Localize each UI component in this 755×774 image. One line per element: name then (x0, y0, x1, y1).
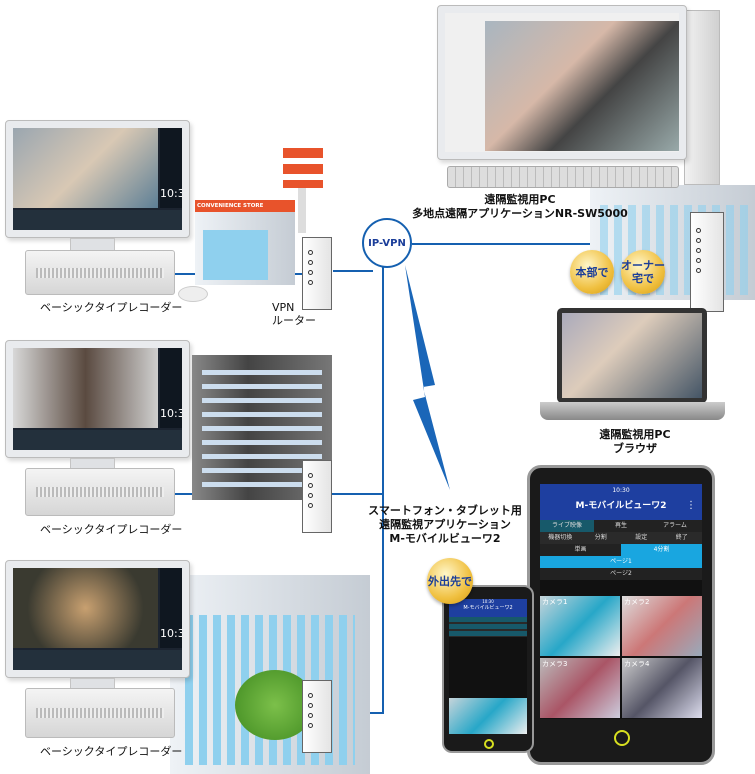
settings-button[interactable]: 設定 (635, 534, 648, 541)
link-hub-hq (412, 243, 692, 245)
hq-vpn-router (690, 212, 724, 312)
site2-recorder (25, 468, 175, 516)
phone-app-title: M-モバイルビューワ2 (463, 605, 513, 611)
laptop (557, 308, 707, 403)
tab-alarm[interactable]: アラーム (663, 522, 687, 529)
camera-tile[interactable]: カメラ4 (622, 658, 702, 718)
remote-pc-monitor (437, 5, 687, 160)
site3-recorder (25, 688, 175, 738)
keyboard (447, 166, 679, 188)
site1-recorder-label: ベーシックタイプレコーダー (40, 301, 183, 314)
convenience-store: CONVENIENCE STORE (195, 200, 295, 285)
exit-button[interactable]: 終了 (675, 534, 688, 541)
site2-clock: 10:30 (160, 407, 182, 420)
camera-label: カメラ2 (624, 598, 650, 606)
tablet-time: 10:30 (612, 487, 630, 494)
badge-owner: オーナー宅で (621, 250, 665, 294)
ip-vpn-label: IP-VPN (368, 237, 406, 249)
ip-vpn-hub: IP-VPN (362, 218, 412, 268)
camera-tile[interactable]: カメラ3 (540, 658, 620, 718)
split-button[interactable]: 分割 (594, 534, 607, 541)
tab-live[interactable]: ライブ映像 (540, 520, 594, 532)
camera-label: カメラ1 (542, 598, 568, 606)
vpn-router-label-2: ルーター (272, 314, 316, 327)
badge-outside: 外出先で (427, 558, 473, 604)
store-sign: CONVENIENCE STORE (195, 200, 295, 212)
tablet-app-title: M-モバイルビューワ2 (575, 501, 667, 511)
browser-pc-label-1: 遠隔監視用PC (599, 428, 671, 441)
page-1-button[interactable]: ページ1 (540, 556, 702, 568)
tree (235, 670, 315, 740)
tablet-home-button[interactable] (614, 730, 630, 746)
phone-time: 10:30 (482, 599, 494, 604)
camera-tile[interactable]: カメラ2 (622, 596, 702, 656)
site1-clock: 10:30 (160, 187, 182, 200)
remote-pc-label-2: 多地点遠隔アプリケーションNR-SW5000 (412, 207, 628, 220)
wireless-bolt-icon (405, 265, 450, 490)
mobile-label-2: 遠隔監視アプリケーション (379, 518, 511, 531)
remote-pc-label-1: 遠隔監視用PC (484, 193, 556, 206)
site2-vpn-router (302, 460, 332, 533)
badge-hq: 本部で (570, 250, 614, 294)
browser-pc-label-2: ブラウザ (613, 442, 657, 455)
smartphone: 10:30 M-モバイルビューワ2 (442, 585, 534, 753)
site3-recorder-label: ベーシックタイプレコーダー (40, 745, 183, 758)
site2-recorder-label: ベーシックタイプレコーダー (40, 523, 183, 536)
site3-monitor: 10:30 (5, 560, 190, 678)
site1-monitor: 10:30 (5, 120, 190, 238)
site3-vpn-router (302, 680, 332, 753)
link-router1-hub (333, 270, 373, 272)
site1-recorder (25, 250, 175, 295)
mouse-icon (178, 286, 208, 302)
pc-tower (684, 10, 720, 185)
tablet: 10:30 M-モバイルビューワ2 ⋮ ライブ映像 再生 アラーム 機器切換 分… (527, 465, 715, 765)
quad-view-button[interactable]: 4分割 (621, 544, 702, 556)
store-sign-pole (283, 148, 323, 188)
site1-vpn-router (302, 237, 332, 310)
site3-clock: 10:30 (160, 627, 182, 640)
camera-label: カメラ3 (542, 660, 568, 668)
vpn-router-label-1: VPN (272, 301, 295, 314)
single-view-button[interactable]: 単画 (540, 544, 621, 556)
tab-playback[interactable]: 再生 (614, 522, 627, 529)
device-switch-button[interactable]: 機器切換 (548, 534, 573, 541)
kebab-menu-icon[interactable]: ⋮ (686, 500, 696, 511)
camera-tile[interactable]: カメラ1 (540, 596, 620, 656)
phone-home-button[interactable] (484, 739, 494, 749)
camera-label: カメラ4 (624, 660, 650, 668)
site2-monitor: 10:30 (5, 340, 190, 458)
hq-building (590, 185, 755, 300)
mobile-label-1: スマートフォン・タブレット用 (368, 504, 522, 517)
page-2-button[interactable]: ページ2 (540, 568, 702, 580)
mobile-label-3: M-モバイルビューワ2 (389, 532, 501, 545)
link-hub-trunk (382, 266, 384, 714)
